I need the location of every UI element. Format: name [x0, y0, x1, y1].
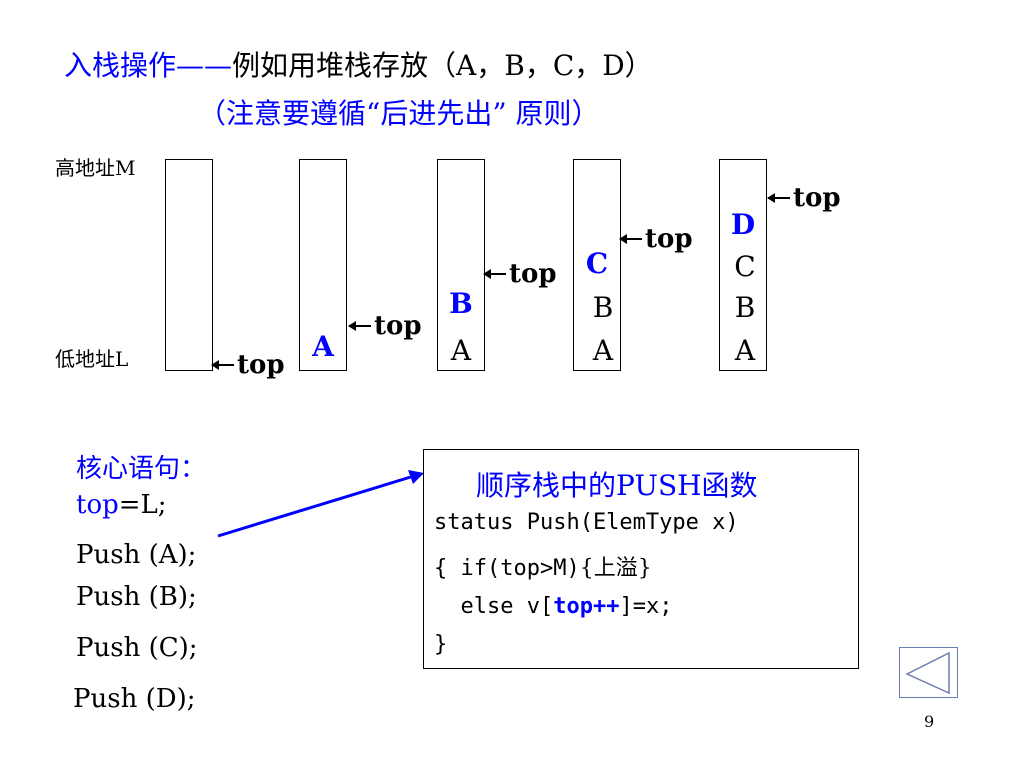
- code-line-2: { if(top>M){上溢}: [434, 556, 652, 581]
- slide-subtitle: （注意要遵循“后进先出” 原则）: [198, 97, 600, 130]
- code-line-3: else v[top++]=x;: [434, 594, 673, 619]
- stack-d-item-a: A: [734, 334, 756, 367]
- stack-b: [437, 159, 485, 371]
- stack-b-new: B: [449, 287, 473, 320]
- top-pointer-0: top: [211, 350, 285, 380]
- top-pointer-3: top: [619, 224, 693, 254]
- low-address-label: 低地址L: [55, 347, 129, 371]
- title-black: 例如用堆栈存放（A，B，C，D）: [232, 49, 653, 82]
- push-d-call: Push (D);: [73, 684, 196, 714]
- top-pointer-2: top: [483, 259, 557, 289]
- push-c-call: Push (C);: [76, 633, 198, 663]
- stack-c: [573, 159, 621, 371]
- stack-empty: [165, 159, 213, 371]
- previous-slide-button[interactable]: [899, 647, 958, 698]
- stack-d: [719, 159, 767, 371]
- stack-c-item-a: A: [592, 334, 614, 367]
- push-b-call: Push (B);: [76, 582, 197, 612]
- stack-a: [299, 159, 347, 371]
- arrow-left-icon: [483, 269, 506, 279]
- slide-title: 入栈操作——例如用堆栈存放（A，B，C，D）: [64, 44, 653, 84]
- stack-d-new: D: [730, 208, 756, 241]
- arrow-left-icon: [767, 193, 790, 203]
- top-pointer-4: top: [767, 183, 841, 213]
- stack-d-item-c: C: [734, 250, 756, 283]
- code-line-1: status Push(ElemType x): [434, 510, 739, 535]
- stack-a-new: A: [312, 330, 334, 363]
- top-pointer-1: top: [348, 311, 422, 341]
- code-line-4: }: [434, 632, 448, 657]
- triangle-left-icon: [905, 651, 950, 695]
- stack-d-item-b: B: [734, 291, 756, 324]
- arrow-left-icon: [348, 321, 371, 331]
- arrow-left-icon: [619, 234, 642, 244]
- stack-c-new: C: [585, 247, 609, 280]
- stack-c-item-b: B: [592, 291, 614, 324]
- push-a-call: Push (A);: [76, 540, 197, 570]
- core-init: top=L;: [76, 490, 167, 520]
- stack-b-item-a: A: [450, 334, 472, 367]
- page-number: 9: [924, 712, 935, 731]
- core-heading: 核心语句：: [76, 454, 207, 484]
- push-code-box: 顺序栈中的PUSH函数 status Push(ElemType x) { if…: [423, 449, 859, 669]
- title-blue: 入栈操作——: [64, 49, 233, 82]
- arrow-left-icon: [211, 360, 234, 370]
- code-title: 顺序栈中的PUSH函数: [476, 469, 758, 502]
- high-address-label: 高地址M: [55, 156, 136, 180]
